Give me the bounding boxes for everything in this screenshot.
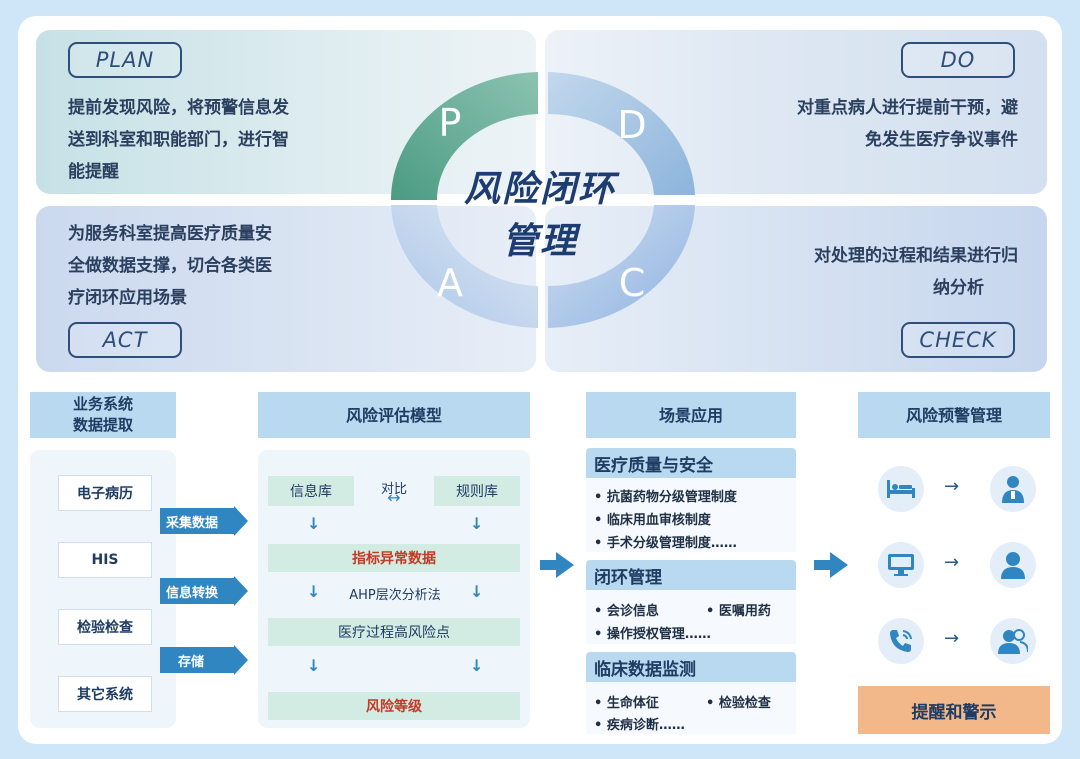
big-arrow-icon — [814, 552, 848, 578]
scene-item: • 医嘱用药 — [706, 604, 771, 619]
source-item: 其它系统 — [58, 676, 152, 712]
scene-item: • 检验检查 — [706, 696, 771, 711]
source-header: 业务系统 数据提取 — [30, 392, 176, 438]
flow-label: 存储 — [178, 654, 205, 670]
flow-label: 信息转换 — [166, 585, 219, 601]
scene-group-body: • 会诊信息 • 医嘱用药 • 操作授权管理…… — [586, 590, 796, 644]
right-arrow-icon: → — [944, 628, 960, 649]
plan-text: 提前发现风险，将预警信息发 送到科室和职能部门，进行智 能提醒 — [68, 92, 289, 188]
do-line: 对重点病人进行提前干预，避 — [797, 98, 1018, 118]
wheel-letter-c: C — [619, 261, 646, 305]
wheel-letter-d: D — [617, 103, 646, 147]
rule-library-box: 规则库 — [434, 476, 520, 506]
check-text: 对处理的过程和结果进行归 纳分析 — [814, 240, 1018, 304]
flow-label: 采集数据 — [166, 515, 219, 531]
wheel-segment-c — [548, 205, 695, 328]
wheel-segment-p — [390, 72, 538, 200]
scene-item: • 临床用血审核制度 — [594, 513, 711, 528]
scene-item: • 操作授权管理…… — [594, 627, 711, 642]
scene-group-title: 临床数据监测 — [586, 652, 796, 682]
risk-level-box: 风险等级 — [268, 692, 520, 720]
check-line: 对处理的过程和结果进行归 — [814, 246, 1018, 266]
source-item: 检验检查 — [58, 609, 152, 645]
phone-call-icon — [878, 618, 924, 664]
wheel-segment-d — [548, 72, 695, 195]
model-header: 风险评估模型 — [258, 392, 530, 438]
act-text: 为服务科室提高医疗质量安 全做数据支撑，切合各类医 疗闭环应用场景 — [68, 218, 272, 314]
scene-item: • 生命体征 — [594, 696, 659, 711]
wheel-title-line2: 管理 — [501, 221, 578, 262]
source-header-line: 数据提取 — [72, 416, 133, 434]
act-line: 为服务科室提高医疗质量安 — [68, 224, 272, 244]
do-line: 免发生医疗争议事件 — [865, 130, 1018, 150]
doctor-icon — [990, 466, 1036, 512]
wheel-title-line1: 风险闭环 — [463, 169, 616, 210]
high-risk-point-box: 医疗过程高风险点 — [268, 618, 520, 646]
scene-item: • 手术分级管理制度…… — [594, 536, 737, 551]
scene-item: • 会诊信息 — [594, 604, 659, 619]
right-arrow-icon: → — [944, 552, 960, 573]
scene-group-title: 医疗质量与安全 — [586, 448, 796, 478]
wheel-segment-a — [391, 205, 538, 328]
abnormal-data-box: 指标异常数据 — [268, 544, 520, 572]
act-line: 疗闭环应用场景 — [68, 288, 187, 308]
group-icon — [990, 618, 1036, 664]
down-arrow-icon: ↓ — [470, 656, 484, 675]
source-item: 电子病历 — [58, 475, 152, 511]
scene-header: 场景应用 — [586, 392, 796, 438]
source-item: HIS — [58, 542, 152, 578]
scene-item: • 疾病诊断…… — [594, 718, 685, 733]
down-arrow-icon: ↓ — [307, 582, 321, 601]
alert-header: 风险预警管理 — [858, 392, 1050, 438]
do-text: 对重点病人进行提前干预，避 免发生医疗争议事件 — [797, 92, 1018, 156]
plan-tag: PLAN — [68, 42, 182, 78]
act-tag: ACT — [68, 322, 182, 358]
abnormal-data-label: 指标异常数据 — [352, 551, 436, 567]
wheel-letter-p: P — [439, 101, 462, 145]
down-arrow-icon: ↓ — [470, 514, 484, 533]
check-tag: CHECK — [901, 322, 1015, 358]
plan-line: 送到科室和职能部门，进行智 — [68, 130, 289, 150]
scene-group-body: • 抗菌药物分级管理制度 • 临床用血审核制度 • 手术分级管理制度…… — [586, 478, 796, 552]
down-arrow-icon: ↓ — [470, 582, 484, 601]
act-line: 全做数据支撑，切合各类医 — [68, 256, 272, 276]
down-arrow-icon: ↓ — [307, 656, 321, 675]
wheel-letter-a: A — [437, 261, 463, 305]
info-library-box: 信息库 — [268, 476, 354, 506]
down-arrow-icon: ↓ — [307, 514, 321, 533]
person-icon — [990, 542, 1036, 588]
check-line: 纳分析 — [933, 278, 984, 298]
compare-arrow-icon: ↔ — [387, 488, 401, 507]
right-arrow-icon: → — [944, 476, 960, 497]
plan-line: 提前发现风险，将预警信息发 — [68, 98, 289, 118]
compare-label: 对比 — [380, 482, 407, 497]
scene-group-body: • 生命体征 • 检验检查 • 疾病诊断…… — [586, 682, 796, 734]
ahp-method-label: AHP层次分析法 — [349, 588, 441, 603]
pdca-wheel: P D A C — [390, 72, 695, 328]
big-arrow-icon — [540, 552, 574, 578]
flow-arrow: 信息转换 — [160, 576, 248, 606]
alert-warning-button[interactable]: 提醒和警示 — [858, 686, 1050, 734]
flow-arrow: 采集数据 — [160, 506, 248, 536]
do-tag: DO — [901, 42, 1015, 78]
scene-group-title: 闭环管理 — [586, 560, 796, 590]
risk-level-label: 风险等级 — [366, 699, 422, 715]
hospital-bed-icon — [878, 466, 924, 512]
source-header-line: 业务系统 — [72, 395, 133, 413]
monitor-icon — [878, 542, 924, 588]
scene-item: • 抗菌药物分级管理制度 — [594, 490, 737, 505]
plan-line: 能提醒 — [68, 162, 119, 182]
flow-arrow: 存储 — [160, 645, 248, 675]
